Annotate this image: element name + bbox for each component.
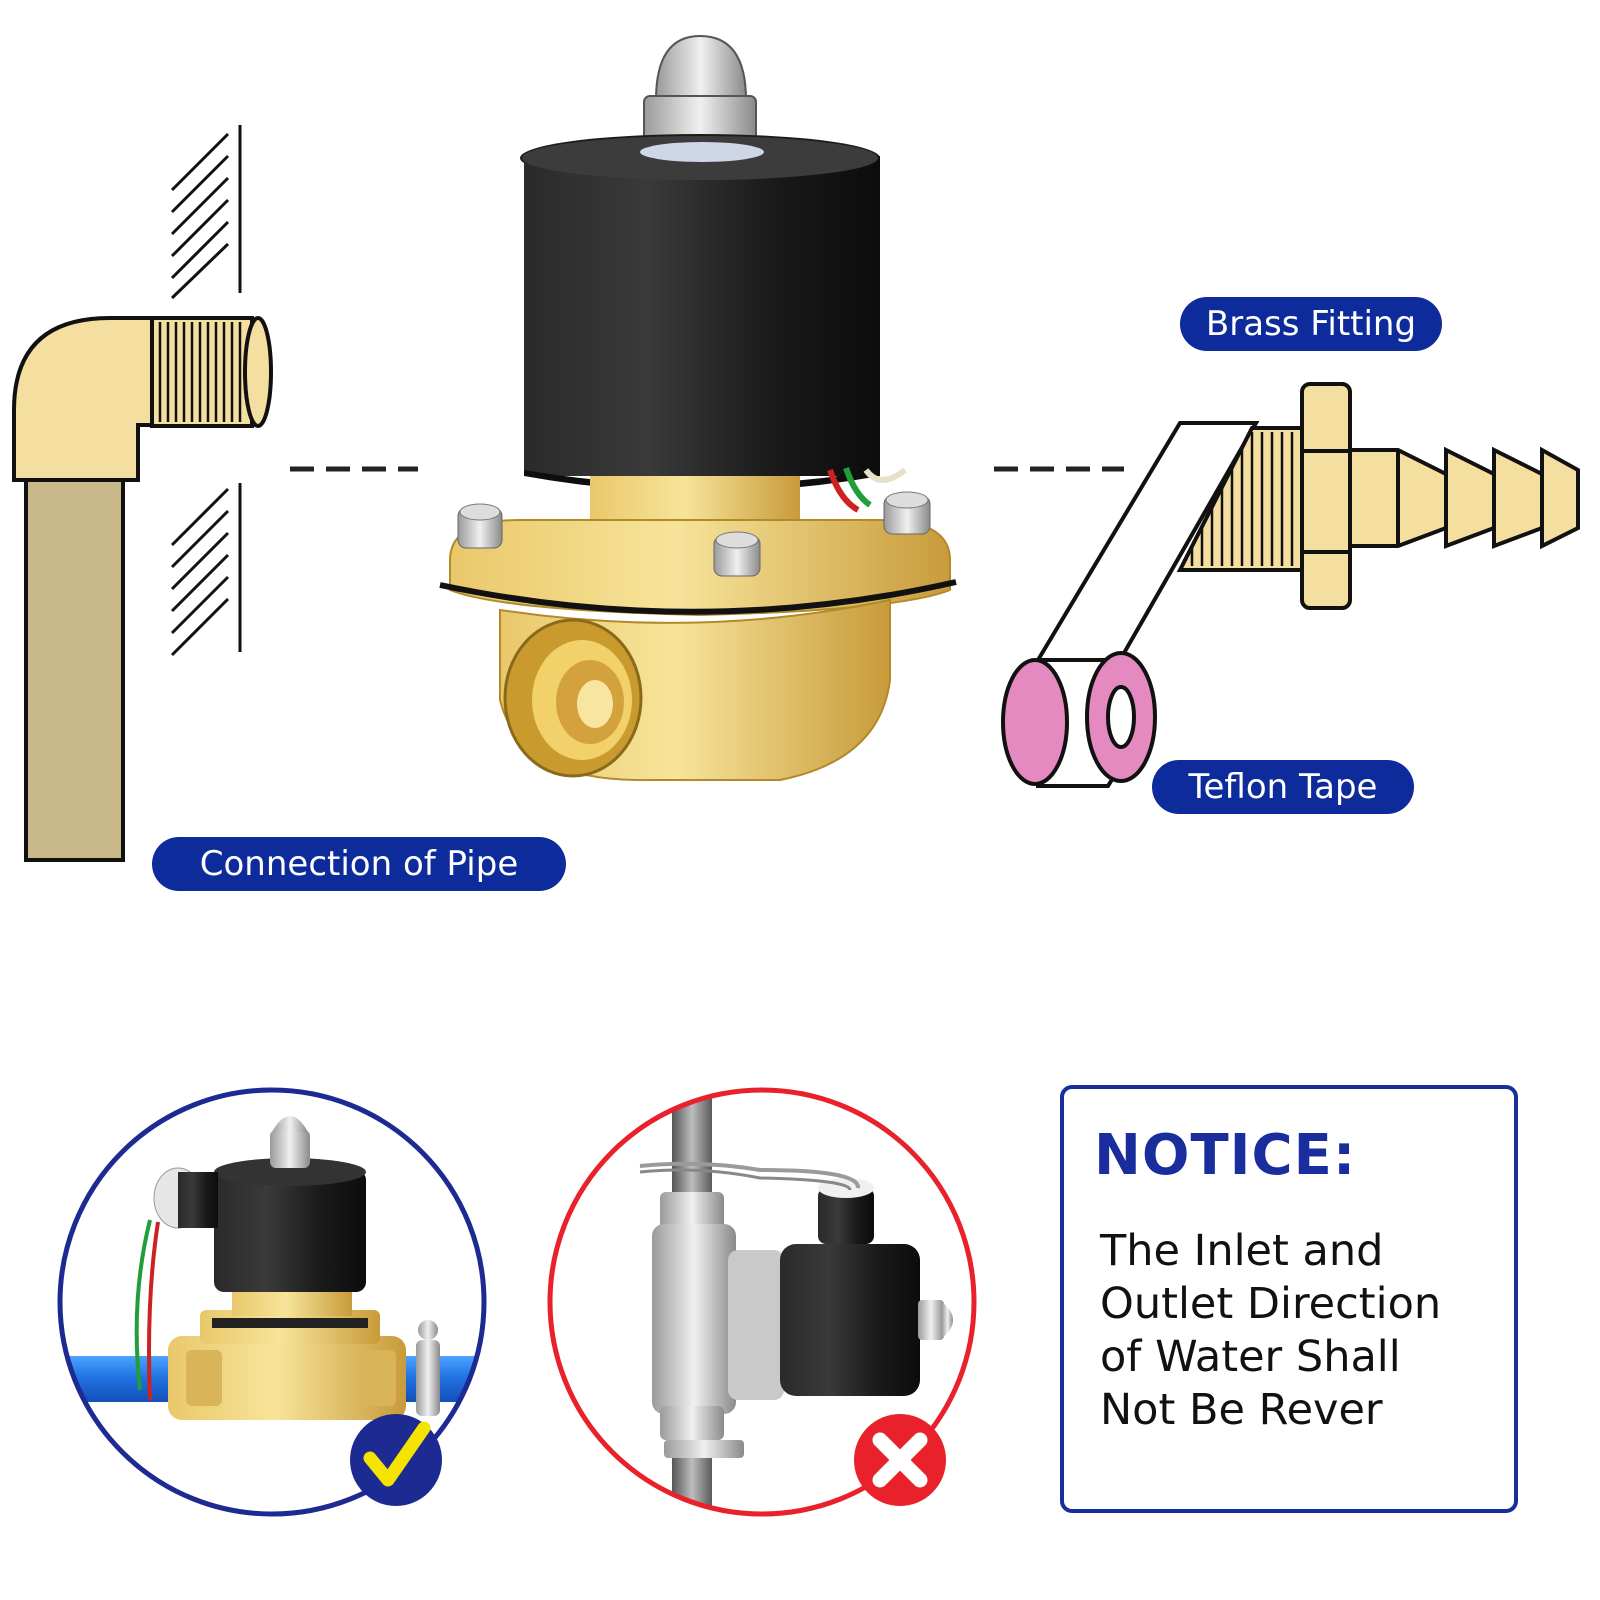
notice-line: Outlet Direction <box>1100 1279 1442 1329</box>
notice-title: NOTICE: <box>1094 1123 1357 1188</box>
cross-icon <box>872 1432 928 1488</box>
notice-body: The Inlet and Outlet Direction of Water … <box>1100 1225 1510 1437</box>
teflon-tape-roll <box>1001 421 1260 788</box>
notice-line: Not Be Rever <box>1100 1385 1383 1435</box>
teflon-tape-label: Teflon Tape <box>1152 760 1414 814</box>
correct-badge <box>350 1414 442 1506</box>
wall-hatch-lower <box>170 483 242 657</box>
brass-fitting-label: Brass Fitting <box>1180 297 1442 351</box>
correct-installation-example <box>57 1087 487 1517</box>
elbow-pipe-thread <box>158 322 242 422</box>
brass-fitting-thread <box>1190 432 1294 566</box>
notice-line: The Inlet and <box>1100 1226 1384 1276</box>
solenoid-valve-main <box>439 34 957 781</box>
wrong-badge <box>854 1414 946 1506</box>
checkmark-icon <box>363 1421 431 1487</box>
connection-of-pipe-label: Connection of Pipe <box>152 837 566 891</box>
notice-line: of Water Shall <box>1100 1332 1401 1382</box>
wall-hatch-upper <box>170 125 242 300</box>
notice-box: NOTICE: The Inlet and Outlet Direction o… <box>1060 1085 1518 1513</box>
brass-fitting <box>1176 382 1580 610</box>
wrong-installation-example <box>547 1087 977 1517</box>
